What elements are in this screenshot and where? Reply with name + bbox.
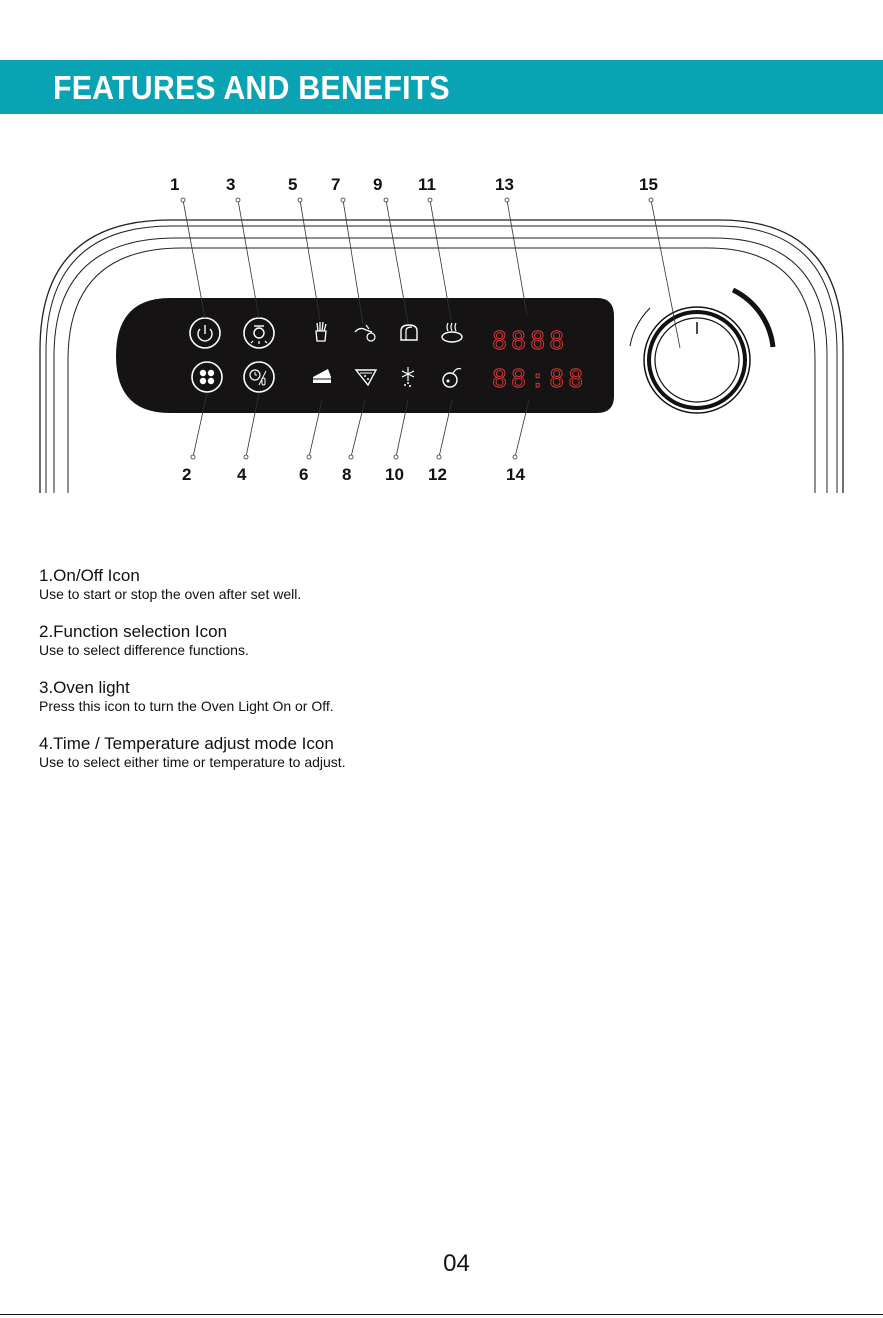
knob-arc	[731, 287, 776, 348]
pizza-icon	[354, 369, 378, 387]
page-title: FEATURES AND BENEFITS	[53, 69, 450, 106]
control-panel	[116, 298, 614, 413]
display-top: 8888	[492, 326, 568, 355]
time-temp-icon	[243, 361, 275, 393]
feature-item: 3.Oven light Press this icon to turn the…	[39, 678, 839, 715]
callout-6: 6	[299, 465, 308, 484]
display-bottom: 88:88	[492, 364, 587, 393]
function-select-icon	[191, 361, 223, 393]
feature-item: 2.Function selection Icon Use to select …	[39, 622, 839, 659]
callout-4: 4	[237, 465, 247, 484]
knob-body	[654, 317, 740, 403]
feature-description: Press this icon to turn the Oven Light O…	[39, 698, 334, 714]
callout-15: 15	[639, 175, 658, 194]
header-banner: FEATURES AND BENEFITS	[0, 60, 883, 114]
callout-2: 2	[182, 465, 191, 484]
cake-icon	[313, 369, 331, 383]
feature-item: 4.Time / Temperature adjust mode Icon Us…	[39, 734, 839, 771]
feature-description: Use to select difference functions.	[39, 642, 249, 658]
oven-outline-2	[45, 225, 838, 493]
fruit-icon	[442, 367, 462, 388]
bread-icon	[400, 324, 418, 341]
oven-outline-outer	[39, 219, 844, 493]
fries-icon	[315, 321, 327, 342]
callout-11: 11	[418, 175, 436, 194]
feature-description: Use to select either time or temperature…	[39, 754, 346, 770]
feature-title: 3.Oven light	[39, 678, 130, 697]
callout-9: 9	[373, 175, 382, 194]
knob-left-arc	[629, 307, 651, 347]
feature-title: 1.On/Off Icon	[39, 566, 140, 585]
callout-1: 1	[170, 175, 179, 194]
oven-outline-inner	[67, 247, 816, 493]
steak-icon	[441, 322, 463, 343]
oven-outline-3	[53, 237, 828, 493]
feature-title: 4.Time / Temperature adjust mode Icon	[39, 734, 334, 753]
callout-13: 13	[495, 175, 514, 194]
callout-12: 12	[428, 465, 447, 484]
callout-5: 5	[288, 175, 297, 194]
control-panel-diagram: 8888 88:88 1 3 5 7 9 11 13	[0, 160, 883, 500]
feature-title: 2.Function selection Icon	[39, 622, 228, 641]
knob-ring	[647, 310, 747, 410]
feature-description: Use to start or stop the oven after set …	[39, 586, 302, 602]
defrost-icon	[401, 367, 415, 387]
feature-list: 1.On/Off Icon Use to start or stop the o…	[39, 566, 839, 790]
callout-3: 3	[226, 175, 235, 194]
callout-14: 14	[506, 465, 525, 484]
page-number: 04	[443, 1250, 470, 1277]
knob-outer-ring	[643, 306, 751, 414]
callout-10: 10	[385, 465, 404, 484]
chicken-icon	[354, 324, 376, 342]
callout-8: 8	[342, 465, 351, 484]
feature-item: 1.On/Off Icon Use to start or stop the o…	[39, 566, 839, 603]
callout-7: 7	[331, 175, 340, 194]
footer-rule	[0, 1314, 883, 1315]
